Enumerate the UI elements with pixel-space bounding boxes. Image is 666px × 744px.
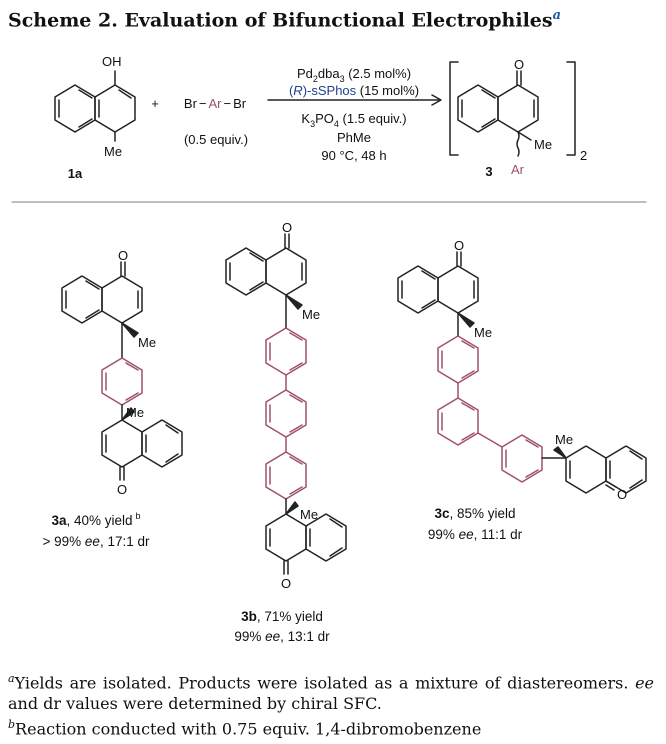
cat-b: dba <box>318 66 340 81</box>
reagent-equiv: (0.5 equiv.) <box>184 132 248 147</box>
ligand-text: (R)-sSPhos (15 mol%) <box>289 83 419 98</box>
ligand-name: -sSPhos <box>307 83 357 98</box>
naphthol-structure <box>54 70 136 142</box>
3c-methyl-top: Me <box>474 325 492 340</box>
ligand-paren-open: ( <box>289 83 294 98</box>
3a-methyl-bottom: Me <box>126 405 144 420</box>
caption-3a-ee: ee <box>85 534 100 549</box>
caption-3b-line1: 3b, 71% yield <box>241 609 323 624</box>
caption-3c-line2: 99% ee, 11:1 dr <box>428 527 523 542</box>
aryl-label: Ar <box>209 96 223 111</box>
3b-oxygen-bottom: O <box>281 576 291 591</box>
caption-3b-line2: 99% ee, 13:1 dr <box>234 629 330 644</box>
caption-3c-ee: ee <box>459 527 474 542</box>
caption-3c-dr: , 11:1 dr <box>474 527 523 542</box>
caption-3a-note: b <box>136 511 141 521</box>
footnote-b-text: Reaction conducted with 0.75 equiv. 1,4-… <box>15 719 482 739</box>
caption-3c-line1: 3c, 85% yield <box>434 506 515 521</box>
product-3b-structure <box>225 233 347 575</box>
arrow-head <box>431 94 442 106</box>
caption-3c-ee-value: 99% <box>428 527 459 542</box>
footnote-b: bReaction conducted with 0.75 equiv. 1,4… <box>8 714 654 739</box>
scheme-title: Scheme 2. Evaluation of Bifunctional Ele… <box>8 8 561 31</box>
cat-a: Pd <box>297 66 313 81</box>
solvent-text: PhMe <box>337 130 371 145</box>
caption-3b-id: 3b <box>241 609 257 624</box>
3b-methyl-top: Me <box>302 307 320 322</box>
caption-3b-yield: , 71% yield <box>257 609 323 624</box>
base-c: (1.5 equiv.) <box>339 111 407 126</box>
base-text: K3PO4 (1.5 equiv.) <box>301 111 406 129</box>
cat-c: (2.5 mol%) <box>345 66 411 81</box>
methyl-label-1a: Me <box>104 144 122 159</box>
reaction-scheme: OH Me 1a + Br−Ar−Br (0.5 equiv.) Pd2dba3… <box>11 54 647 644</box>
3c-methyl-right: Me <box>555 432 573 447</box>
bond-dash-right: − <box>224 96 232 111</box>
bracket-subscript: 2 <box>580 148 587 163</box>
caption-3a-yield: , 40% yield <box>66 513 132 528</box>
footnote-a: aYields are isolated. Products were isol… <box>8 668 654 714</box>
caption-3a-line1: 3a, 40% yield b <box>51 511 140 528</box>
3b-methyl-bottom: Me <box>300 507 318 522</box>
3a-oxygen-top: O <box>118 248 128 263</box>
footnotes: aYields are isolated. Products were isol… <box>8 668 654 740</box>
caption-3b-dr: , 13:1 dr <box>280 629 330 644</box>
product-3-oxygen: O <box>514 57 524 72</box>
caption-3a-line2: > 99% ee, 17:1 dr <box>43 534 150 549</box>
hydroxyl-label: OH <box>102 54 122 69</box>
ligand-paren-close: ) <box>303 83 307 98</box>
footnote-a-ee: ee <box>635 673 654 693</box>
3b-oxygen-top: O <box>282 220 292 235</box>
product-3-methyl: Me <box>534 137 552 152</box>
caption-3a-dr: , 17:1 dr <box>100 534 150 549</box>
scheme-title-text: Scheme 2. Evaluation of Bifunctional Ele… <box>8 9 553 32</box>
cat-sub1: 2 <box>313 74 318 84</box>
base-sub1: 3 <box>310 119 315 129</box>
compound-label-1a: 1a <box>68 166 83 181</box>
product-3-structure <box>457 70 539 157</box>
caption-3b-ee-value: 99% <box>234 629 265 644</box>
br-left: Br <box>184 96 198 111</box>
cat-sub2: 3 <box>340 74 345 84</box>
3a-methyl-top: Me <box>138 335 156 350</box>
base-b: PO <box>315 111 334 126</box>
dibromoarene-label: Br−Ar−Br <box>184 96 247 111</box>
bond-dash-left: − <box>199 96 207 111</box>
caption-3c-yield: , 85% yield <box>449 506 515 521</box>
compound-label-3: 3 <box>485 164 492 179</box>
temperature-time-text: 90 °C, 48 h <box>321 148 386 163</box>
product-bracket-right <box>566 61 576 156</box>
caption-3a-id: 3a <box>51 513 67 528</box>
title-footnote-mark: a <box>552 8 562 23</box>
br-right: Br <box>233 96 247 111</box>
ligand-amount: (15 mol%) <box>356 83 419 98</box>
footnote-a-mark: a <box>8 672 15 685</box>
footnote-a-text1: Yields are isolated. Products were isola… <box>14 673 636 693</box>
footnote-b-mark: b <box>8 718 16 732</box>
product-3-aryl: Ar <box>511 162 525 177</box>
product-3c-structure <box>397 251 647 494</box>
footnote-a-text2: and dr values were determined by chiral … <box>8 694 382 714</box>
product-3a-structure <box>61 261 183 481</box>
caption-3c-id: 3c <box>434 506 450 521</box>
base-a: K <box>301 111 310 126</box>
catalyst-text: Pd2dba3 (2.5 mol%) <box>297 66 411 84</box>
plus-sign: + <box>151 96 159 111</box>
3a-oxygen-bottom: O <box>117 482 127 497</box>
3c-oxygen-top: O <box>454 238 464 253</box>
ligand-config: R <box>293 83 302 98</box>
caption-3a-ee-value: > 99% <box>43 534 85 549</box>
product-bracket-left <box>449 61 459 156</box>
3c-oxygen-right: O <box>617 487 627 502</box>
caption-3b-ee: ee <box>265 629 280 644</box>
base-sub2: 4 <box>334 119 339 129</box>
